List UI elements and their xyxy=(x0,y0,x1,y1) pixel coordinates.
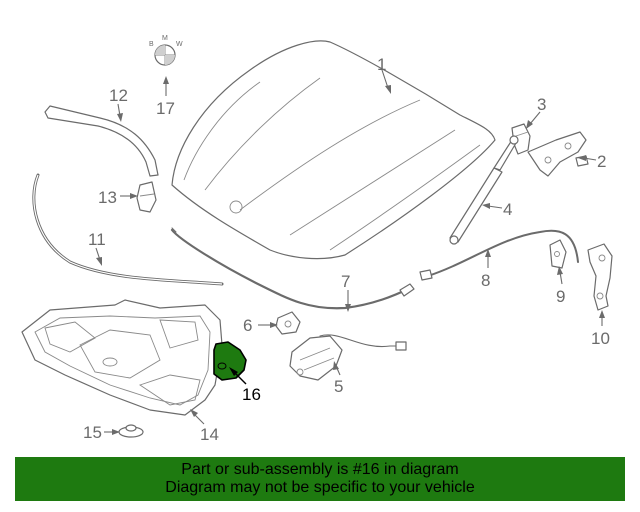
emblem-letter-b: B xyxy=(149,41,154,48)
callout-11: 11 xyxy=(88,230,106,249)
part-15-grommet[interactable] xyxy=(118,424,144,438)
callout-2: 2 xyxy=(597,152,606,171)
part-13-clip[interactable] xyxy=(136,181,157,213)
callout-5: 5 xyxy=(334,377,343,396)
callout-13: 13 xyxy=(98,188,117,207)
part-9-catch[interactable] xyxy=(549,239,567,269)
part-8-cable[interactable] xyxy=(419,229,579,281)
callout-7: 7 xyxy=(341,272,350,291)
callout-1: 1 xyxy=(377,55,386,74)
callout-17: 17 xyxy=(156,99,175,118)
callout-6: 6 xyxy=(243,316,252,335)
callout-15: 15 xyxy=(83,423,102,442)
banner-line-1: Part or sub-assembly is #16 in diagram xyxy=(181,461,459,478)
part-16-bracket-highlighted[interactable] xyxy=(213,341,247,381)
part-7-release-cable[interactable] xyxy=(170,227,415,310)
part-6-lock-bracket[interactable] xyxy=(275,311,301,335)
emblem-letter-w: W xyxy=(176,41,183,48)
callout-10: 10 xyxy=(591,329,610,348)
banner-line-2: Diagram may not be specific to your vehi… xyxy=(165,479,475,496)
part-10-side-bracket[interactable] xyxy=(587,243,613,311)
callout-8: 8 xyxy=(481,271,490,290)
info-banner: Part or sub-assembly is #16 in diagram D… xyxy=(15,457,625,501)
part-17-emblem[interactable]: B M W xyxy=(149,35,183,66)
callout-numbers: 1 2 3 4 5 6 7 8 9 10 11 12 13 14 15 16 1… xyxy=(83,55,610,444)
callout-4: 4 xyxy=(503,200,512,219)
part-2-hinge[interactable] xyxy=(527,131,589,177)
callout-12: 12 xyxy=(109,86,128,105)
callout-9: 9 xyxy=(556,287,565,306)
emblem-letter-m: M xyxy=(162,35,168,42)
part-11-long-seal[interactable] xyxy=(32,173,224,286)
leader-lines xyxy=(95,69,605,435)
callout-16: 16 xyxy=(242,385,261,404)
part-1-hood[interactable] xyxy=(171,40,496,260)
parts-diagram: B M W xyxy=(21,35,613,444)
part-12-seal-strip[interactable] xyxy=(44,105,159,177)
part-14-insulation-pad[interactable] xyxy=(21,299,223,416)
callout-14: 14 xyxy=(200,425,219,444)
callout-3: 3 xyxy=(537,95,546,114)
part-4-gas-strut[interactable] xyxy=(449,135,519,245)
part-5-hood-latch[interactable] xyxy=(289,334,407,381)
